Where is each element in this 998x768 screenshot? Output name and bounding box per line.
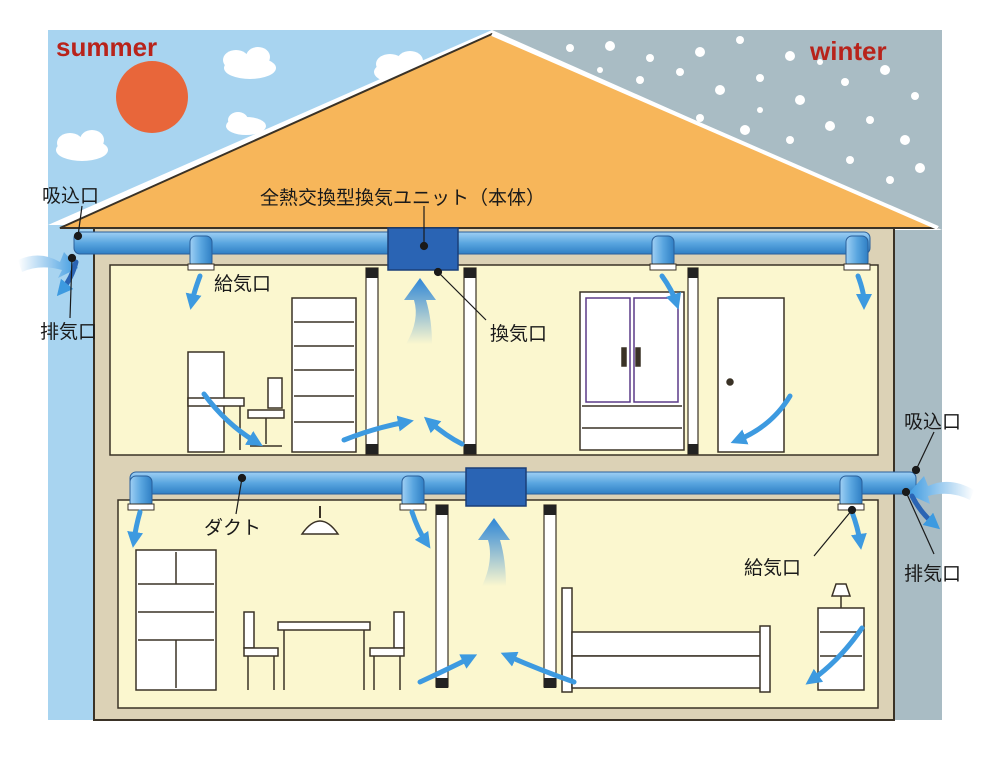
outdoor-intake-arrow-left	[18, 252, 78, 278]
outdoor-exhaust-arrow-left	[56, 259, 79, 297]
dining-set	[243, 611, 405, 690]
airflow-arrows	[127, 273, 872, 685]
partition-walls-lower	[435, 504, 557, 688]
leader-lines	[67, 205, 935, 557]
summer-side-sky	[48, 225, 94, 720]
bed	[561, 587, 771, 693]
door	[717, 297, 785, 453]
wardrobe	[579, 291, 685, 451]
ventilation-unit-lower	[465, 467, 527, 507]
roof-snow-edge	[491, 32, 939, 230]
cloud-icon	[56, 130, 108, 161]
label-exhaust-top: 排気口	[40, 321, 97, 343]
season-label-winter: winter	[809, 36, 887, 66]
desk-chair	[187, 351, 285, 453]
label-supply-lower: 給気口	[744, 557, 801, 579]
season-label-summer: summer	[56, 32, 157, 62]
label-unit: 全熱交換型換気ユニット（本体）	[260, 187, 545, 209]
label-supply-upper: 給気口	[214, 273, 271, 295]
duct-upper	[73, 231, 871, 271]
label-duct: ダクト	[204, 517, 261, 539]
ceiling-lamp	[300, 506, 340, 535]
snow-flakes	[566, 36, 925, 184]
bookshelf-upper	[291, 297, 357, 453]
exhaust-up-arrow-lower	[478, 518, 510, 586]
cloud-icon	[226, 112, 266, 135]
label-exhaust-right: 排気口	[904, 563, 961, 585]
partition-walls-upper	[365, 267, 699, 455]
exhaust-up-arrow-upper	[404, 278, 436, 344]
cloud-icon	[223, 47, 276, 79]
nightstand-lamp	[817, 583, 865, 691]
label-intake-top: 吸込口	[42, 185, 99, 207]
label-intake-right: 吸込口	[904, 411, 961, 433]
outdoor-intake-arrow-right	[908, 476, 974, 504]
outdoor-exhaust-arrow-right	[909, 493, 941, 530]
cabinet-lower	[135, 549, 217, 691]
sun-icon	[116, 61, 188, 133]
label-vent-upper: 換気口	[490, 323, 547, 345]
